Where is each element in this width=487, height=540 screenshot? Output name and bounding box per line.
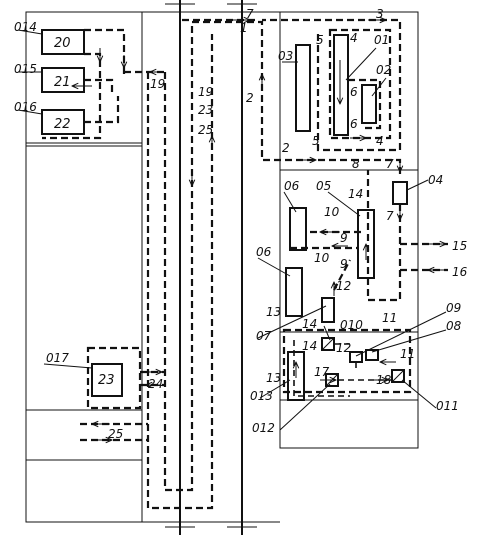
equip-013: [287, 351, 305, 401]
box-labels: 20 21 22 23: [54, 36, 115, 388]
label-03: 03: [278, 49, 293, 63]
equip-06-upper: [289, 207, 307, 251]
flow-numbers: 1 2 2 3 4 4 5 5 6 6 7 7 7 8 9 9 10 10 11…: [108, 7, 468, 441]
walls: [25, 0, 419, 535]
flow-paths: [42, 18, 448, 510]
flow-25b: 25: [108, 427, 123, 441]
label-06b: 06: [256, 245, 272, 259]
flow-19b: 19: [198, 85, 213, 99]
flow-12b: 12: [336, 341, 351, 355]
box-label-20: 20: [54, 36, 71, 51]
label-08: 08: [446, 319, 462, 333]
flow-14b: 14: [302, 317, 317, 331]
left-room-wall: [25, 11, 143, 523]
label-012: 012: [252, 421, 275, 435]
equip-01: [333, 34, 349, 136]
flow-7c: 7: [246, 7, 254, 21]
flow-14c: 14: [302, 339, 317, 353]
flow-9a: 9: [340, 231, 348, 245]
label-013: 013: [250, 389, 273, 403]
flow-6a: 6: [350, 85, 358, 99]
flow-5a: 5: [316, 33, 324, 47]
label-010: 010: [340, 318, 363, 332]
label-07: 07: [256, 329, 272, 343]
flow-23: 23: [198, 103, 213, 117]
label-011: 011: [436, 399, 459, 413]
equip-010-diag: [321, 337, 335, 351]
label-02: 02: [376, 63, 391, 77]
flow-5b: 5: [312, 134, 320, 148]
equip-011: [391, 369, 405, 383]
flow-25a: 25: [198, 123, 213, 137]
flow-arrows: [72, 20, 446, 440]
box-23: [91, 363, 123, 397]
flow-10a: 10: [324, 205, 340, 219]
flow-11b: 11: [400, 347, 415, 361]
equip-07: [321, 297, 335, 323]
leader-lines: [17, 29, 447, 431]
flow-8: 8: [352, 157, 360, 171]
label-017: 017: [46, 351, 69, 365]
flow-24: 24: [148, 377, 163, 391]
flow-13b: 13: [266, 371, 281, 385]
equip-04: [392, 181, 408, 205]
equip-06-lower: [285, 267, 303, 317]
box-20: [41, 29, 85, 55]
reference-labels: 014 015 016 017 01 02 03 04 05 06 06 07 …: [14, 20, 462, 435]
label-06a: 06: [284, 179, 300, 193]
flow-6b: 6: [350, 117, 358, 131]
flow-19a: 19: [150, 77, 165, 91]
box-label-21: 21: [54, 75, 71, 90]
flow-9b: 9: [340, 257, 348, 271]
box-label-23: 23: [98, 373, 115, 388]
flow-17: 17: [314, 365, 330, 379]
label-01: 01: [374, 33, 389, 47]
flow-14a: 14: [348, 187, 363, 201]
flow-11a: 11: [382, 311, 397, 325]
label-014: 014: [14, 20, 37, 34]
flow-7a: 7: [386, 157, 394, 171]
equip-08: [365, 349, 379, 361]
flow-4b: 4: [376, 134, 384, 148]
flow-2b: 2: [282, 141, 290, 155]
flow-4a: 4: [350, 31, 358, 45]
flow-12a: 12: [336, 279, 351, 293]
flow-10b: 10: [314, 251, 330, 265]
equip-011-diag: [391, 369, 405, 383]
equip-05: [357, 209, 375, 279]
flow-3: 3: [376, 7, 384, 21]
flow-2a: 2: [246, 91, 254, 105]
flow-7b: 7: [386, 209, 394, 223]
equip-02: [361, 84, 377, 124]
flow-1: 1: [240, 21, 248, 35]
flow-18: 18: [376, 373, 392, 387]
flow-16: 16: [452, 265, 468, 279]
label-016: 016: [14, 100, 37, 114]
label-04: 04: [428, 173, 443, 187]
label-015: 015: [14, 62, 37, 76]
label-09: 09: [446, 301, 461, 315]
flow-15: 15: [452, 239, 467, 253]
equip-03: [295, 44, 311, 132]
box-label-22: 22: [54, 117, 71, 132]
label-05: 05: [316, 179, 331, 193]
flow-13a: 13: [266, 305, 281, 319]
